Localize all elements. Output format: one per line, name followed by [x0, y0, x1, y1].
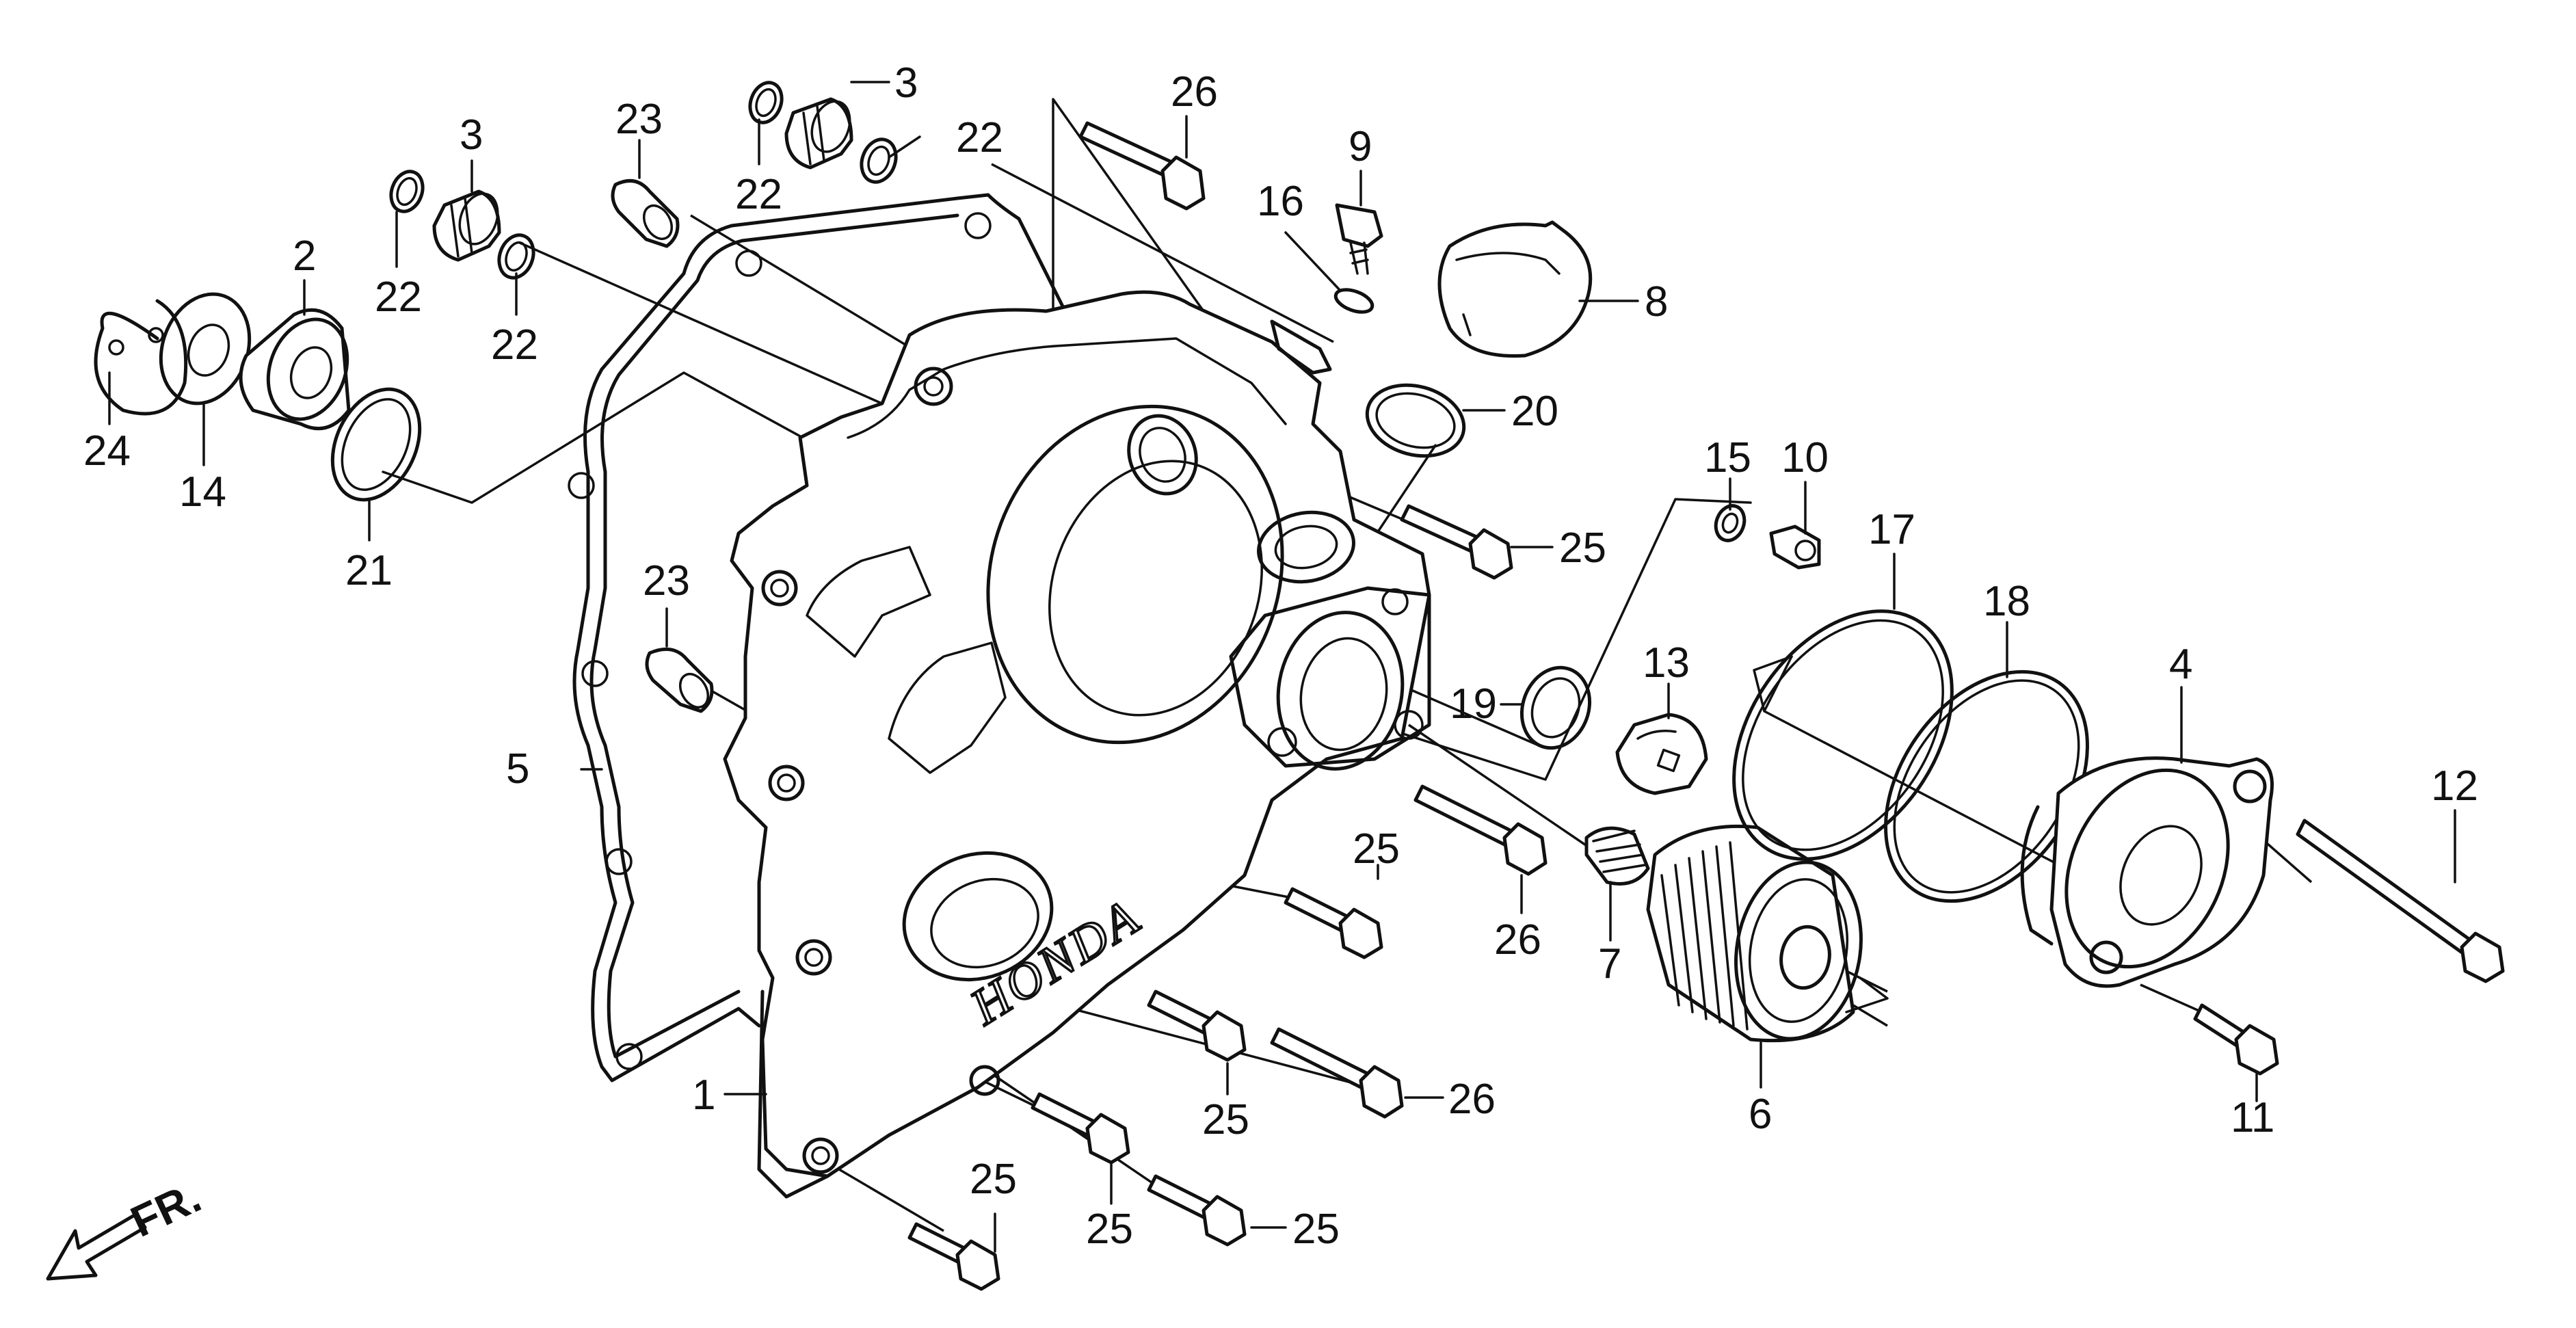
callout-15: 15 — [1704, 434, 1751, 481]
callout-23-top: 23 — [615, 96, 663, 143]
callout-18: 18 — [1983, 578, 2030, 625]
callout-5: 5 — [506, 745, 529, 793]
bolts — [907, 121, 2505, 1291]
callout-25-bottom-right: 25 — [1292, 1206, 1340, 1253]
callout-7: 7 — [1598, 940, 1621, 987]
callout-20: 20 — [1511, 388, 1558, 435]
callout-3-left: 3 — [460, 111, 483, 159]
callout-3-top: 3 — [894, 59, 918, 107]
callout-26-mid: 26 — [1494, 916, 1541, 964]
callout-26-low: 26 — [1448, 1076, 1496, 1123]
callout-26-top: 26 — [1171, 68, 1218, 116]
right-parts — [1365, 220, 2274, 1043]
callout-8: 8 — [1645, 278, 1668, 326]
callout-1: 1 — [692, 1072, 715, 1119]
callout-13: 13 — [1643, 639, 1690, 687]
front-direction-indicator: FR. — [46, 1172, 208, 1281]
callout-14: 14 — [179, 468, 226, 516]
callout-22-top: 22 — [735, 171, 782, 218]
callout-25-bottom-mid: 25 — [1086, 1206, 1133, 1253]
callout-11: 11 — [2231, 1094, 2274, 1141]
callout-10: 10 — [1781, 434, 1829, 481]
callout-12: 12 — [2431, 762, 2478, 810]
callout-17: 17 — [1868, 506, 1915, 553]
callout-9: 9 — [1349, 123, 1372, 170]
callout-25-mid: 25 — [1353, 825, 1400, 873]
callout-16: 16 — [1257, 178, 1304, 225]
left-parts — [94, 81, 898, 713]
callout-4: 4 — [2169, 641, 2192, 688]
front-arrow-icon — [46, 1212, 147, 1281]
front-direction-label: FR. — [123, 1172, 208, 1247]
callout-22-right: 22 — [956, 114, 1003, 161]
right-crankcase-cover: HONDA — [723, 290, 1431, 1199]
callout-25-center: 25 — [1202, 1096, 1249, 1143]
callout-2: 2 — [293, 233, 316, 280]
callout-22-left: 22 — [375, 274, 422, 321]
callout-22-mid: 22 — [491, 321, 538, 369]
callout-25-bottom-left: 25 — [970, 1156, 1017, 1203]
callout-23-lower: 23 — [643, 557, 690, 605]
cover-gasket — [568, 193, 1069, 1083]
callout-21: 21 — [345, 547, 393, 594]
callout-leaders — [108, 81, 2456, 1253]
callout-6: 6 — [1749, 1091, 1772, 1138]
callout-24: 24 — [83, 427, 131, 475]
callout-labels: 1 2 3 3 4 5 6 7 8 9 10 11 12 13 14 15 16… — [83, 59, 2478, 1253]
callout-25-right: 25 — [1559, 524, 1606, 572]
callout-19: 19 — [1450, 680, 1497, 728]
